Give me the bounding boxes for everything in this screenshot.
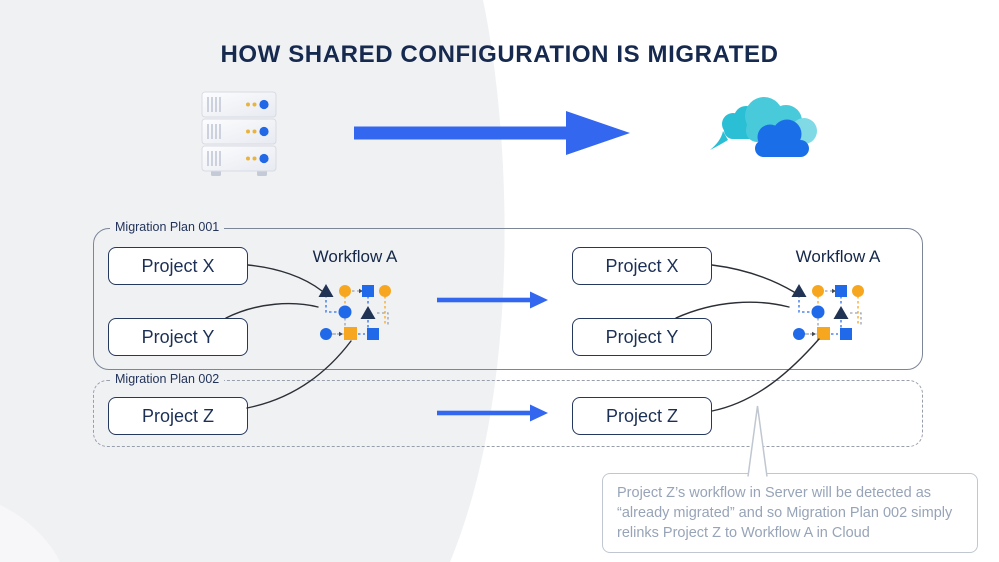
server-icon xyxy=(201,91,277,176)
migration-plan-001-label: Migration Plan 001 xyxy=(110,220,225,234)
callout-pointer xyxy=(747,405,768,477)
plan-002-arrow-icon xyxy=(437,404,548,422)
server-project-z-box: Project Z xyxy=(108,397,248,435)
cloud-workflow-label: Workflow A xyxy=(795,247,881,266)
server-project-x-box: Project X xyxy=(108,247,248,285)
migration-plan-002-label: Migration Plan 002 xyxy=(110,372,225,386)
callout-note: Project Z’s workflow in Server will be d… xyxy=(602,473,978,553)
cloud-workflow-icon xyxy=(791,281,867,343)
plan-001-arrow-icon xyxy=(437,291,548,309)
server-project-y-box: Project Y xyxy=(108,318,248,356)
cloud-icon xyxy=(710,97,817,157)
migration-plan-001-group: Migration Plan 001 xyxy=(93,220,923,370)
server-workflow-icon xyxy=(318,281,394,343)
page-title: HOW SHARED CONFIGURATION IS MIGRATED xyxy=(220,41,779,68)
cloud-project-z-box: Project Z xyxy=(572,397,712,435)
cloud-project-y-box: Project Y xyxy=(572,318,712,356)
server-workflow-label: Workflow A xyxy=(312,247,398,266)
cloud-project-x-box: Project X xyxy=(572,247,712,285)
migration-plan-002-group: Migration Plan 002 xyxy=(93,372,923,447)
arrow-right-icon xyxy=(354,111,630,155)
